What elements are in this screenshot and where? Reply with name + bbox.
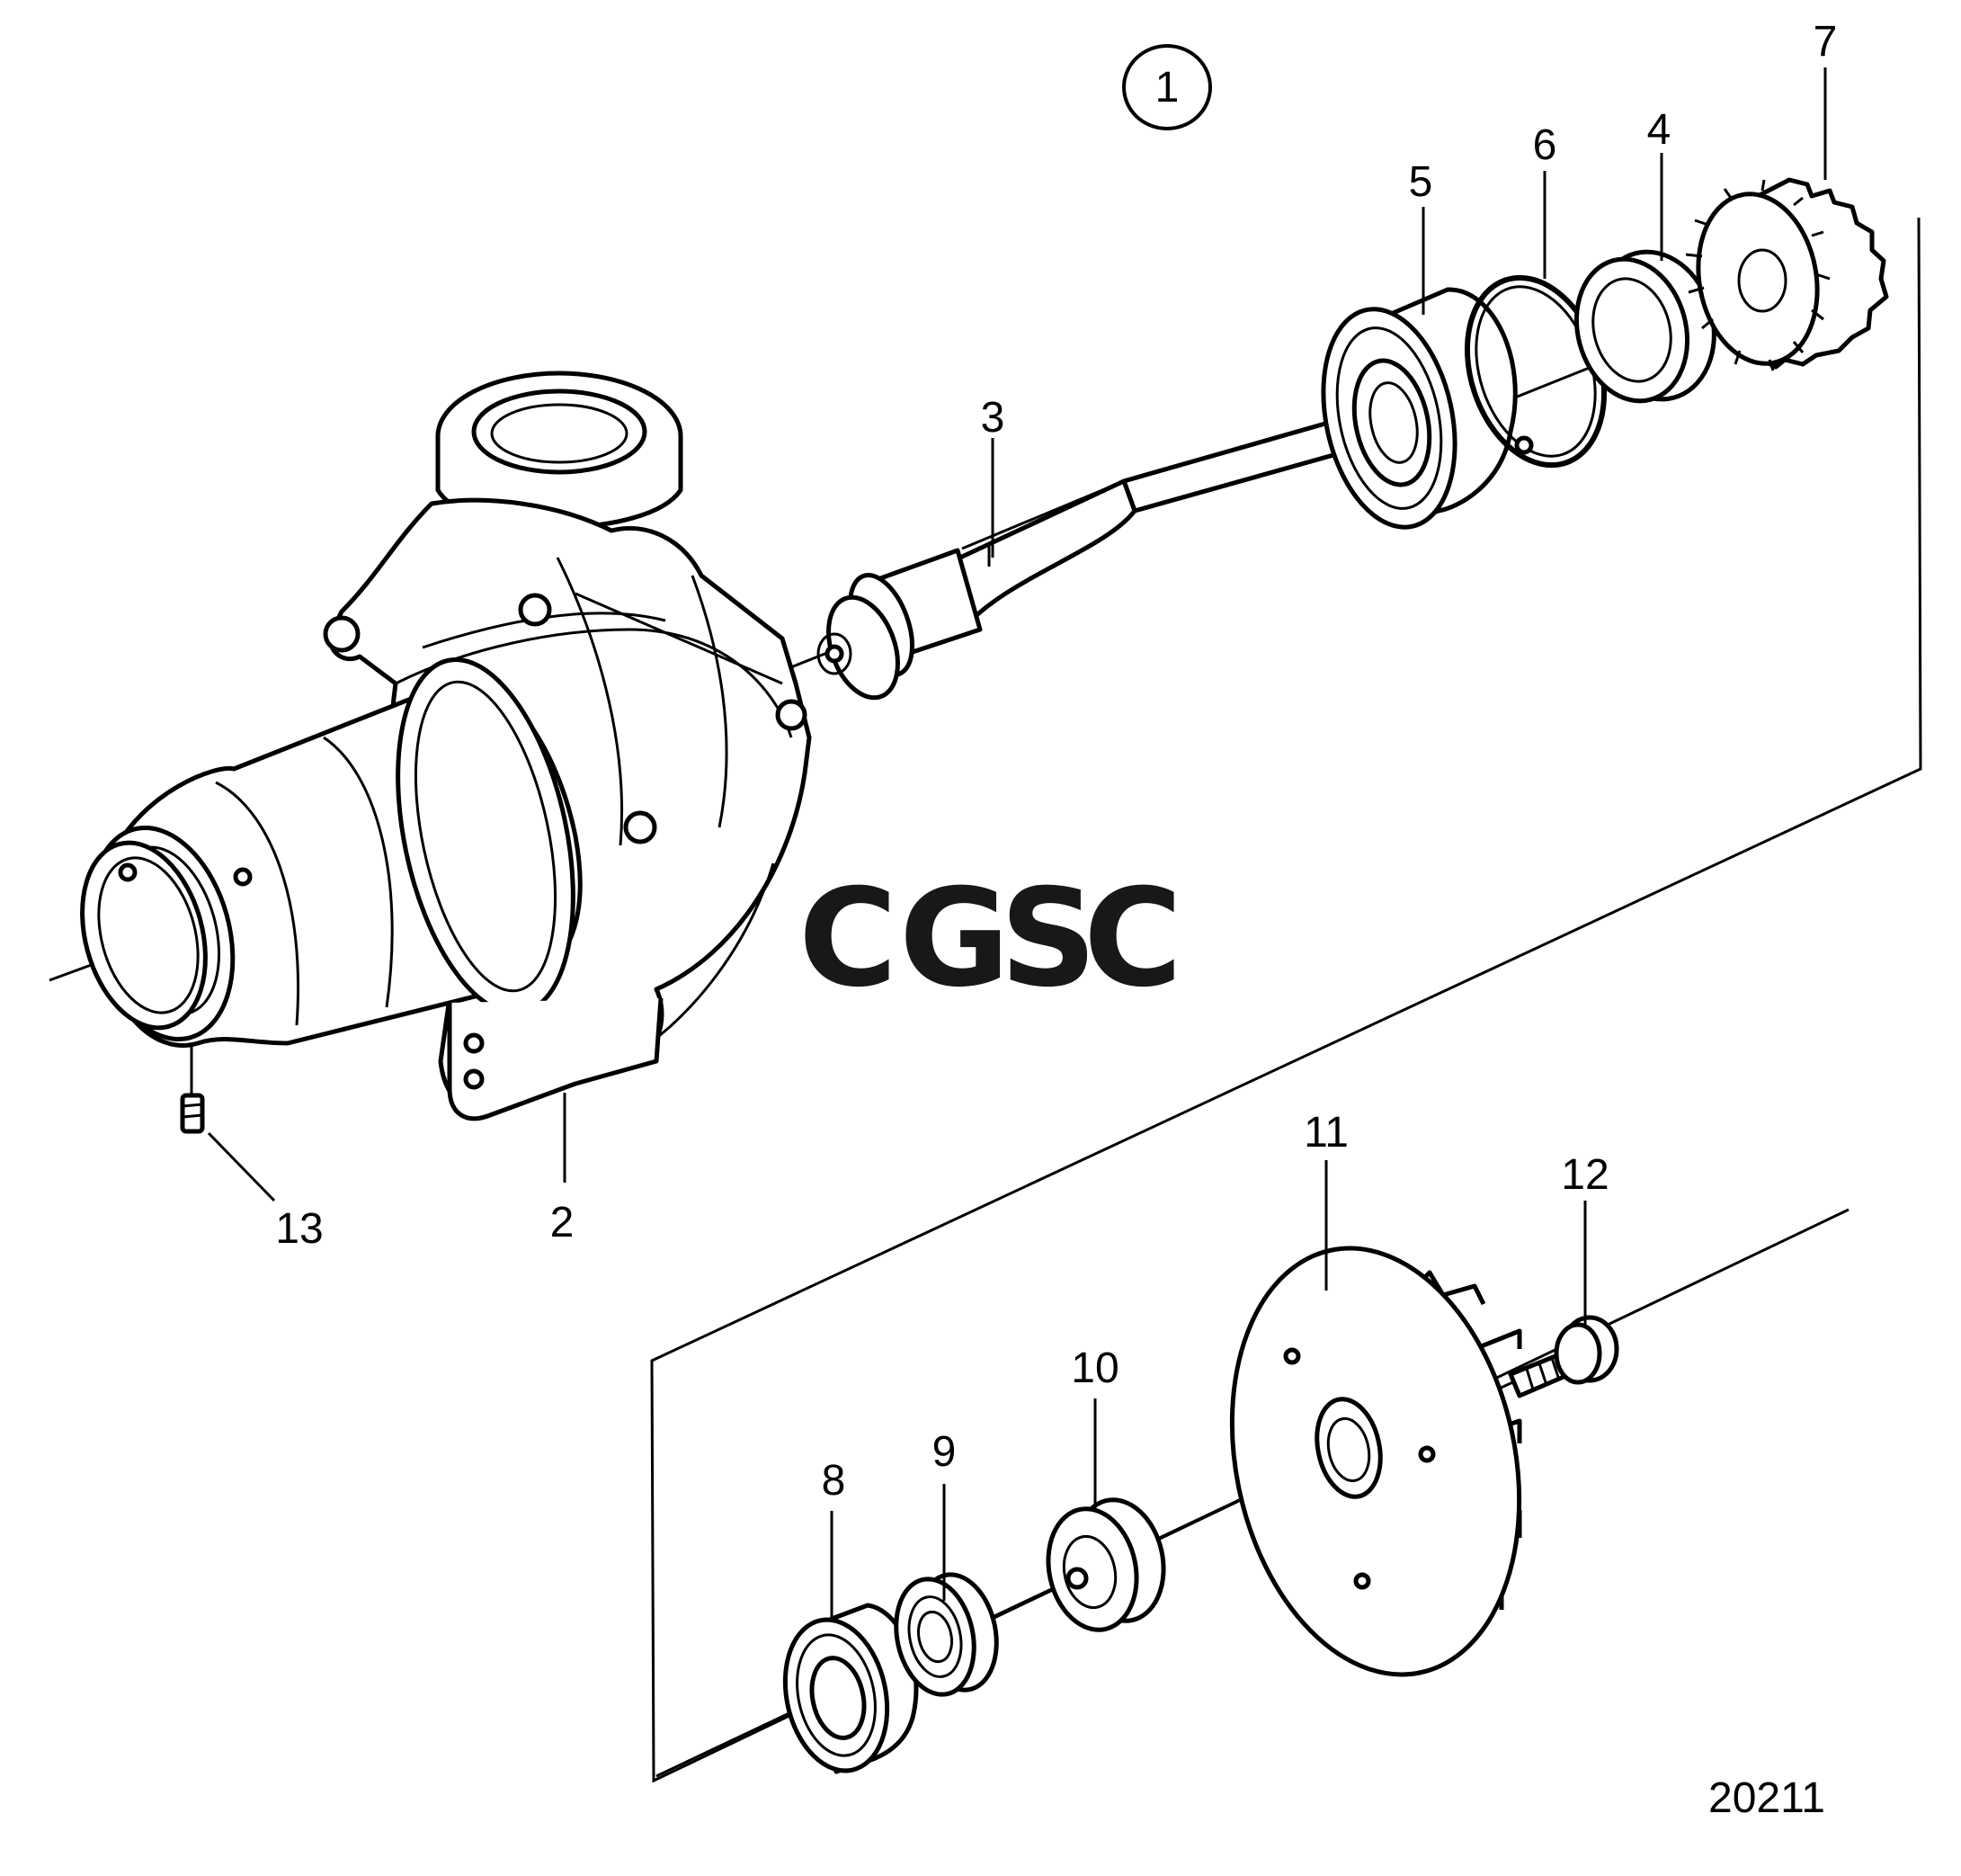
set-screw <box>180 1043 205 1134</box>
group-marker-text: 1 <box>1155 64 1180 112</box>
label-8: 8 <box>822 1457 846 1505</box>
label-4: 4 <box>1647 106 1671 154</box>
watermark: C G S C <box>798 861 1182 1017</box>
figure-number: 20211 <box>1708 1774 1825 1822</box>
part-labels: 2 3 4 5 6 7 8 9 10 11 12 13 <box>275 18 1837 1505</box>
label-5: 5 <box>1409 158 1433 206</box>
leader-lines <box>207 67 1827 1619</box>
watermark-letter-4: C <box>1083 861 1182 1017</box>
label-2: 2 <box>550 1199 575 1246</box>
label-13: 13 <box>275 1205 323 1253</box>
pump-housing <box>80 371 812 1121</box>
seal-ring <box>1046 1497 1166 1632</box>
label-10: 10 <box>1071 1344 1119 1392</box>
impeller-bolt <box>1508 1315 1619 1398</box>
watermark-letter-2: G <box>899 861 1010 1017</box>
pump-shaft <box>816 406 1387 701</box>
watermark-letter-1: C <box>798 861 897 1017</box>
label-12: 12 <box>1561 1151 1609 1199</box>
impeller <box>1229 1246 1522 1677</box>
small-ball-bearing <box>782 1603 919 1774</box>
group-marker: 1 <box>1122 44 1212 130</box>
label-3: 3 <box>981 394 1005 442</box>
shaft-seal <box>894 1572 999 1697</box>
label-7: 7 <box>1814 18 1838 66</box>
label-11: 11 <box>1304 1109 1349 1157</box>
label-6: 6 <box>1533 121 1557 169</box>
watermark-letter-3: S <box>1000 861 1097 1017</box>
drive-gear <box>1685 177 1889 371</box>
label-9: 9 <box>932 1428 957 1476</box>
spacer-ring <box>1573 249 1716 404</box>
